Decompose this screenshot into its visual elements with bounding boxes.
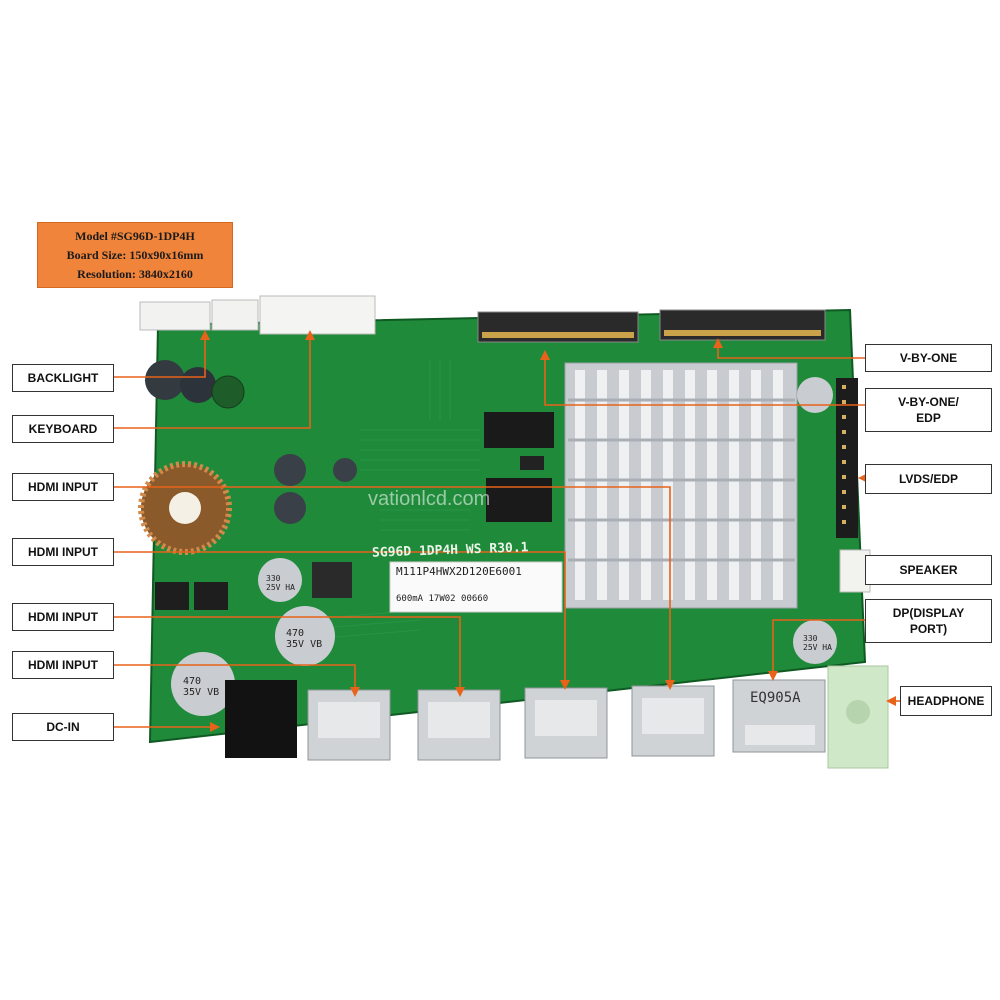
backlight-connector [139, 299, 259, 331]
model-info-box: Model #SG96D-1DP4H Board Size: 150x90x16… [37, 222, 233, 288]
cap-marking-3: 330 25V HA [266, 574, 295, 592]
sticker-serial: M111P4HWX2D120E6001 [396, 565, 522, 578]
label-v-by-one-edp-line2: EDP [916, 411, 941, 425]
watermark: vationlcd.com [368, 488, 491, 510]
capacitor [211, 375, 245, 409]
label-backlight: BACKLIGHT [12, 364, 114, 392]
capacitor [333, 458, 357, 482]
capacitor [180, 367, 216, 403]
label-speaker: SPEAKER [865, 555, 992, 585]
toroid-inductor [138, 461, 232, 555]
hdmi-port-4 [631, 685, 715, 757]
label-displayport-line2: PORT) [909, 622, 948, 636]
cap-marking-4: 330 25V HA [803, 634, 832, 652]
board-size: Board Size: 150x90x16mm [66, 247, 204, 262]
memory-chip-2 [486, 478, 552, 522]
capacitor [793, 620, 837, 664]
capacitor [274, 492, 306, 524]
label-hdmi-input-1: HDMI INPUT [12, 473, 114, 501]
hdmi-port-3 [524, 687, 608, 759]
hdmi-port-2 [417, 689, 501, 761]
sticker-batch: 600mA 17W02 00660 [396, 594, 489, 604]
capacitor [145, 360, 185, 400]
label-dc-in: DC-IN [12, 713, 114, 741]
label-v-by-one-edp: V-BY-ONE/ EDP [865, 388, 992, 432]
resolution: Resolution: 3840x2160 [77, 266, 193, 281]
displayport [732, 679, 826, 753]
memory-chip-1 [484, 412, 554, 448]
capacitor [797, 377, 833, 413]
dc-jack [225, 680, 297, 758]
label-lvds-edp: LVDS/EDP [865, 464, 992, 494]
label-keyboard: KEYBOARD [12, 415, 114, 443]
label-headphone: HEADPHONE [900, 686, 992, 716]
capacitor [258, 558, 302, 602]
label-hdmi-input-4: HDMI INPUT [12, 651, 114, 679]
capacitor [274, 454, 306, 486]
hdmi-port-1 [307, 689, 391, 761]
label-v-by-one-edp-line1: V-BY-ONE/ [898, 395, 959, 409]
keyboard-connector [259, 295, 376, 335]
label-displayport-line1: DP(DISPLAY [892, 606, 965, 620]
label-v-by-one: V-BY-ONE [865, 344, 992, 372]
model-number: Model #SG96D-1DP4H [75, 228, 195, 243]
heatsink [564, 362, 798, 609]
lvds-header [836, 378, 858, 538]
label-hdmi-input-2: HDMI INPUT [12, 538, 114, 566]
cap-marking-2: 470 35V VB [183, 676, 220, 698]
cap-marking-1: 470 35V VB [286, 628, 323, 650]
label-displayport: DP(DISPLAY PORT) [865, 599, 992, 643]
dp-chip-marking: EQ905A [750, 690, 801, 706]
capacitor [171, 652, 235, 716]
capacitor [275, 606, 335, 666]
label-hdmi-input-3: HDMI INPUT [12, 603, 114, 631]
